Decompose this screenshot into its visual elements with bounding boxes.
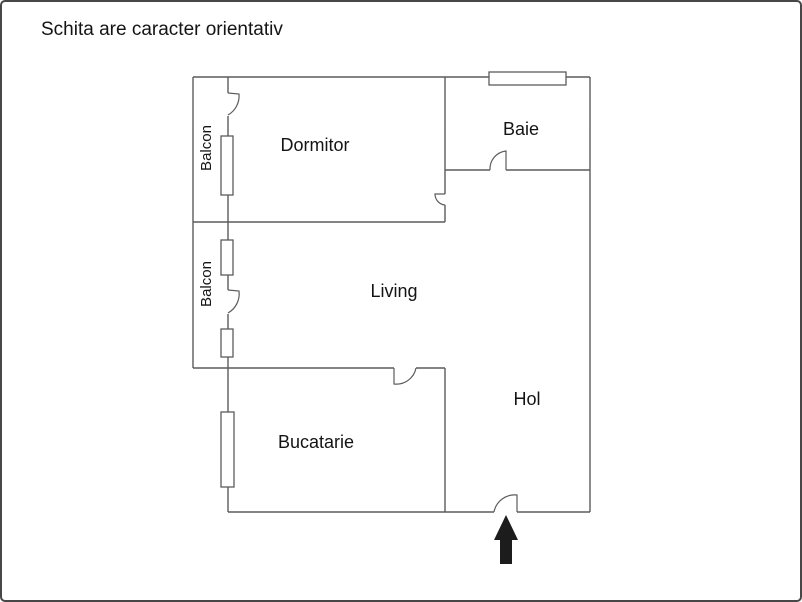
window-bucatarie <box>220 411 235 488</box>
window-baie <box>488 71 567 86</box>
door-swing-baie <box>489 150 507 171</box>
window-balcon-1 <box>220 135 234 196</box>
room-label-balcon-2: Balcon <box>198 261 215 307</box>
entrance-arrow-icon <box>494 515 518 564</box>
door-swing-balcon-lower <box>227 289 240 314</box>
room-label-baie: Baie <box>502 119 540 139</box>
plan-title: Schita are caracter orientativ <box>41 19 283 40</box>
window-balcon-2 <box>220 239 234 276</box>
room-label-living: Living <box>370 281 418 301</box>
door-swing-dormitor <box>434 193 446 206</box>
door-swing-entrance <box>493 494 518 513</box>
door-swing-bucatarie <box>393 367 417 385</box>
room-label-dormitor: Dormitor <box>280 135 350 155</box>
room-label-bucatarie: Bucatarie <box>277 432 355 452</box>
window-balcon-3 <box>220 328 234 358</box>
room-label-hol: Hol <box>513 389 541 409</box>
door-swing-balcon-top <box>227 92 240 116</box>
room-label-balcon-1: Balcon <box>198 125 215 171</box>
